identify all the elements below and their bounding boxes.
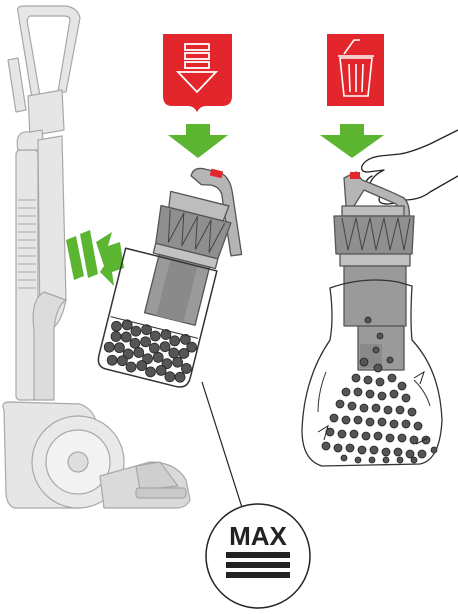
max-fill-level-badge: MAX <box>205 503 311 609</box>
hose-ribs <box>18 199 36 289</box>
down-arrow-left-icon <box>168 124 228 158</box>
trash-bin-icon <box>327 34 384 106</box>
dust-debris <box>103 319 198 383</box>
upright-bin-canister <box>333 171 415 371</box>
debris-strands <box>317 370 429 445</box>
tilted-bin-canister <box>97 167 243 388</box>
max-callout-line <box>201 381 247 521</box>
empty-down-arrow-icon <box>163 34 232 112</box>
max-label: MAX <box>229 521 287 551</box>
motion-arrows-icon <box>66 230 124 286</box>
upright-vacuum-illustration <box>2 5 191 509</box>
plastic-bag-outline <box>301 279 443 467</box>
down-arrow-right-icon <box>320 124 384 158</box>
falling-dust <box>321 316 438 464</box>
